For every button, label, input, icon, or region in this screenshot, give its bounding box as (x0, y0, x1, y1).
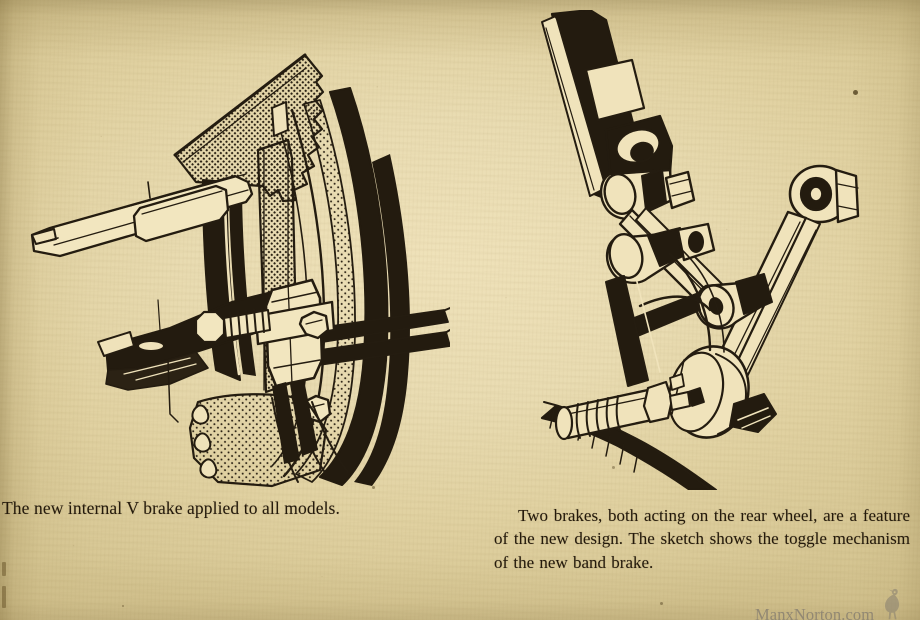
ink-speck (372, 486, 375, 489)
ink-speck (612, 466, 615, 469)
emu-bird-icon (876, 586, 906, 620)
internal-v-brake-illustration (20, 30, 450, 490)
band-brake-toggle-mechanism-illustration (520, 10, 910, 490)
ink-speck (122, 605, 124, 607)
ink-speck (660, 602, 663, 605)
caption-left-figure: The new internal V brake applied to all … (2, 498, 340, 518)
edge-scuff (2, 586, 6, 608)
watermark-text: ManxNorton.com (755, 605, 875, 620)
edge-scuff (2, 562, 6, 576)
caption-right-figure: Two brakes, both acting on the rear whee… (494, 506, 910, 572)
watermark: ManxNorton.com (755, 586, 906, 620)
ink-speck (853, 90, 858, 95)
